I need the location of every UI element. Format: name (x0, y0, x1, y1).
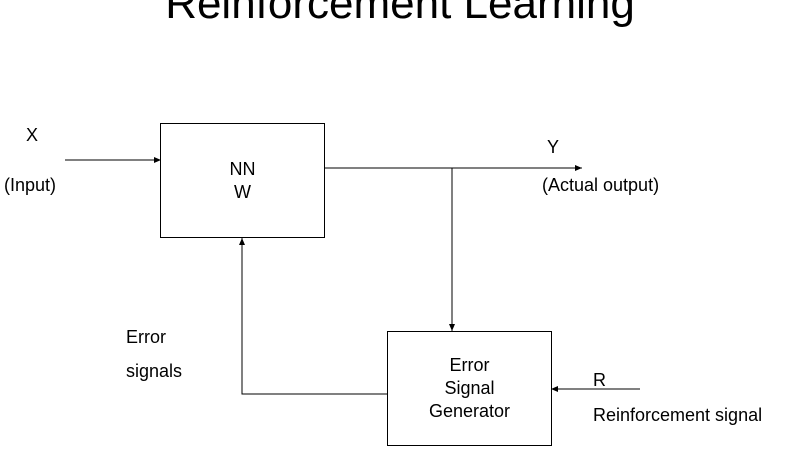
generator-box-line3: Generator (428, 401, 511, 421)
generator-box-line2: Signal (444, 378, 495, 398)
input-label: (Input) (4, 175, 57, 195)
error-signal-generator-box: Error Signal Generator (387, 331, 552, 446)
neural-network-box: NN W (160, 123, 325, 238)
nn-box-line1: NN (229, 158, 256, 179)
error-signals-line1: Error (126, 327, 166, 347)
diagram-title: Reinforcement Learning (165, 0, 635, 28)
output-symbol: Y (547, 137, 560, 157)
nn-box-line2: W (234, 181, 251, 202)
reinforcement-symbol: R (593, 370, 606, 390)
input-symbol: X (26, 125, 39, 145)
output-label: (Actual output) (542, 175, 660, 195)
error-feedback-arrow (239, 238, 387, 395)
generator-box-line1: Error (449, 355, 490, 375)
error-signals-line2: signals (126, 361, 183, 381)
reinforcement-label: Reinforcement signal (593, 405, 763, 425)
